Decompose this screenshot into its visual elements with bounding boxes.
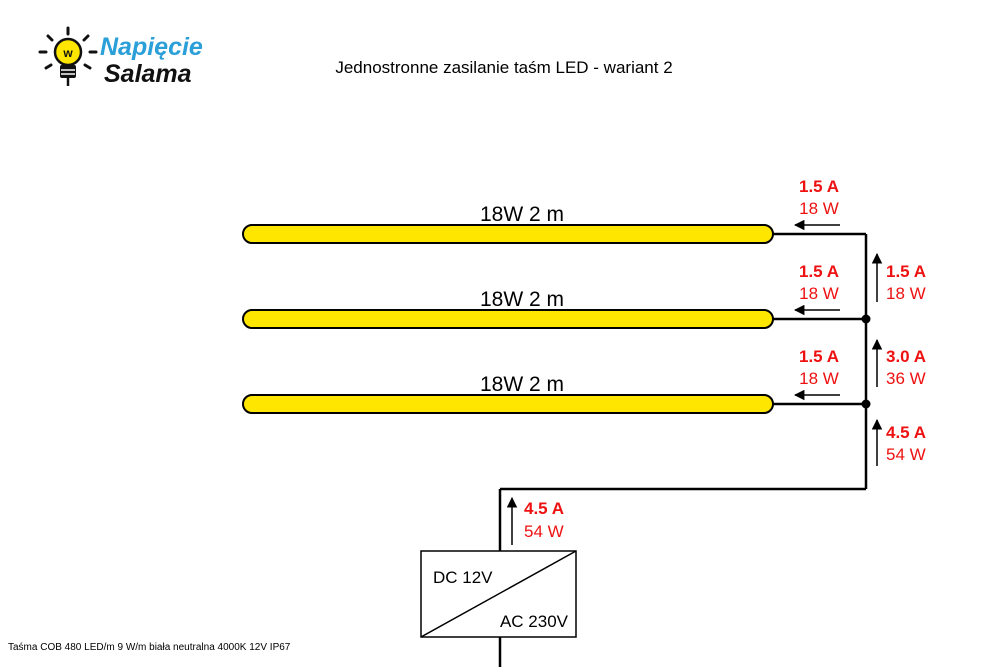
logo-line-2: Salama bbox=[104, 60, 192, 88]
power-label: 18 W bbox=[799, 369, 839, 388]
current-label: 4.5 A bbox=[524, 499, 564, 518]
power-supply: DC 12V AC 230V bbox=[420, 550, 577, 638]
psu-dc-label: DC 12V bbox=[433, 568, 493, 587]
current-label: 1.5 A bbox=[799, 177, 839, 196]
logo-line-1: Napięcie bbox=[100, 33, 203, 61]
current-label: 1.5 A bbox=[799, 347, 839, 366]
power-label: 36 W bbox=[886, 369, 926, 388]
power-label: 18 W bbox=[886, 284, 926, 303]
bus-segment-3: 4.5 A 54 W bbox=[871, 418, 926, 466]
power-label: 18 W bbox=[799, 284, 839, 303]
strip-label: 18W 2 m bbox=[480, 203, 564, 226]
led-strip-1: 18W 2 m bbox=[242, 203, 774, 244]
led-strip-3: 18W 2 m bbox=[242, 373, 774, 414]
bus-segment-2: 3.0 A 36 W bbox=[871, 338, 926, 388]
current-label: 4.5 A bbox=[886, 423, 926, 442]
led-strip-2: 18W 2 m bbox=[242, 288, 774, 329]
diagram-title: Jednostronne zasilanie taśm LED - warian… bbox=[335, 58, 672, 77]
junction-dot bbox=[861, 314, 871, 324]
power-label: 18 W bbox=[799, 199, 839, 218]
power-label: 54 W bbox=[524, 522, 564, 541]
lightbulb-icon: w bbox=[38, 26, 98, 86]
footer-note: Taśma COB 480 LED/m 9 W/m biała neutraln… bbox=[8, 642, 291, 653]
logo: w Napięcie Salama bbox=[38, 26, 203, 88]
power-label: 54 W bbox=[886, 445, 926, 464]
current-label: 1.5 A bbox=[886, 262, 926, 281]
strip-1-current: 1.5 A 18 W bbox=[793, 177, 840, 231]
wires bbox=[498, 232, 868, 667]
bulb-letter: w bbox=[62, 46, 73, 60]
strip-label: 18W 2 m bbox=[480, 288, 564, 311]
current-label: 1.5 A bbox=[799, 262, 839, 281]
current-label: 3.0 A bbox=[886, 347, 926, 366]
strip-3-current: 1.5 A 18 W bbox=[793, 347, 840, 401]
psu-feed: 4.5 A 54 W bbox=[506, 496, 564, 545]
strip-2-current: 1.5 A 18 W bbox=[793, 262, 840, 316]
psu-ac-label: AC 230V bbox=[500, 612, 569, 631]
bus-segment-1: 1.5 A 18 W bbox=[871, 252, 926, 303]
strip-label: 18W 2 m bbox=[480, 373, 564, 396]
junction-dot bbox=[861, 399, 871, 409]
